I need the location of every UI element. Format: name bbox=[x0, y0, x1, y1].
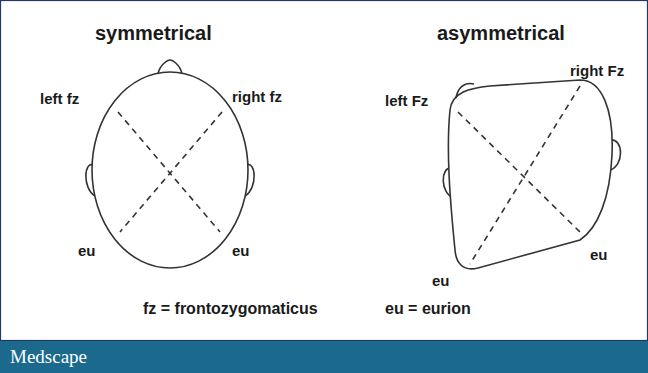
landmark-label: eu bbox=[232, 242, 250, 259]
brand-bar: Medscape bbox=[0, 341, 648, 373]
landmark-label: right Fz bbox=[570, 62, 624, 79]
key-text: eu = eurion bbox=[385, 300, 471, 318]
asymmetrical-head bbox=[443, 80, 620, 269]
landmark-label: eu bbox=[78, 242, 96, 259]
landmark-label: eu bbox=[590, 246, 608, 263]
symmetrical-head bbox=[86, 60, 254, 268]
landmark-label: eu bbox=[432, 272, 450, 289]
figure-heading: symmetrical bbox=[95, 22, 212, 45]
key-text: fz = frontozygomaticus bbox=[143, 300, 318, 318]
landmark-label: right fz bbox=[232, 88, 282, 105]
frame bbox=[1, 1, 648, 341]
landmark-label: left fz bbox=[40, 90, 79, 107]
brand-name: Medscape bbox=[10, 341, 648, 373]
measurement-lines bbox=[118, 112, 222, 232]
landmark-label: left Fz bbox=[385, 92, 428, 109]
measurement-lines bbox=[458, 86, 582, 264]
figure-heading: asymmetrical bbox=[437, 22, 565, 45]
